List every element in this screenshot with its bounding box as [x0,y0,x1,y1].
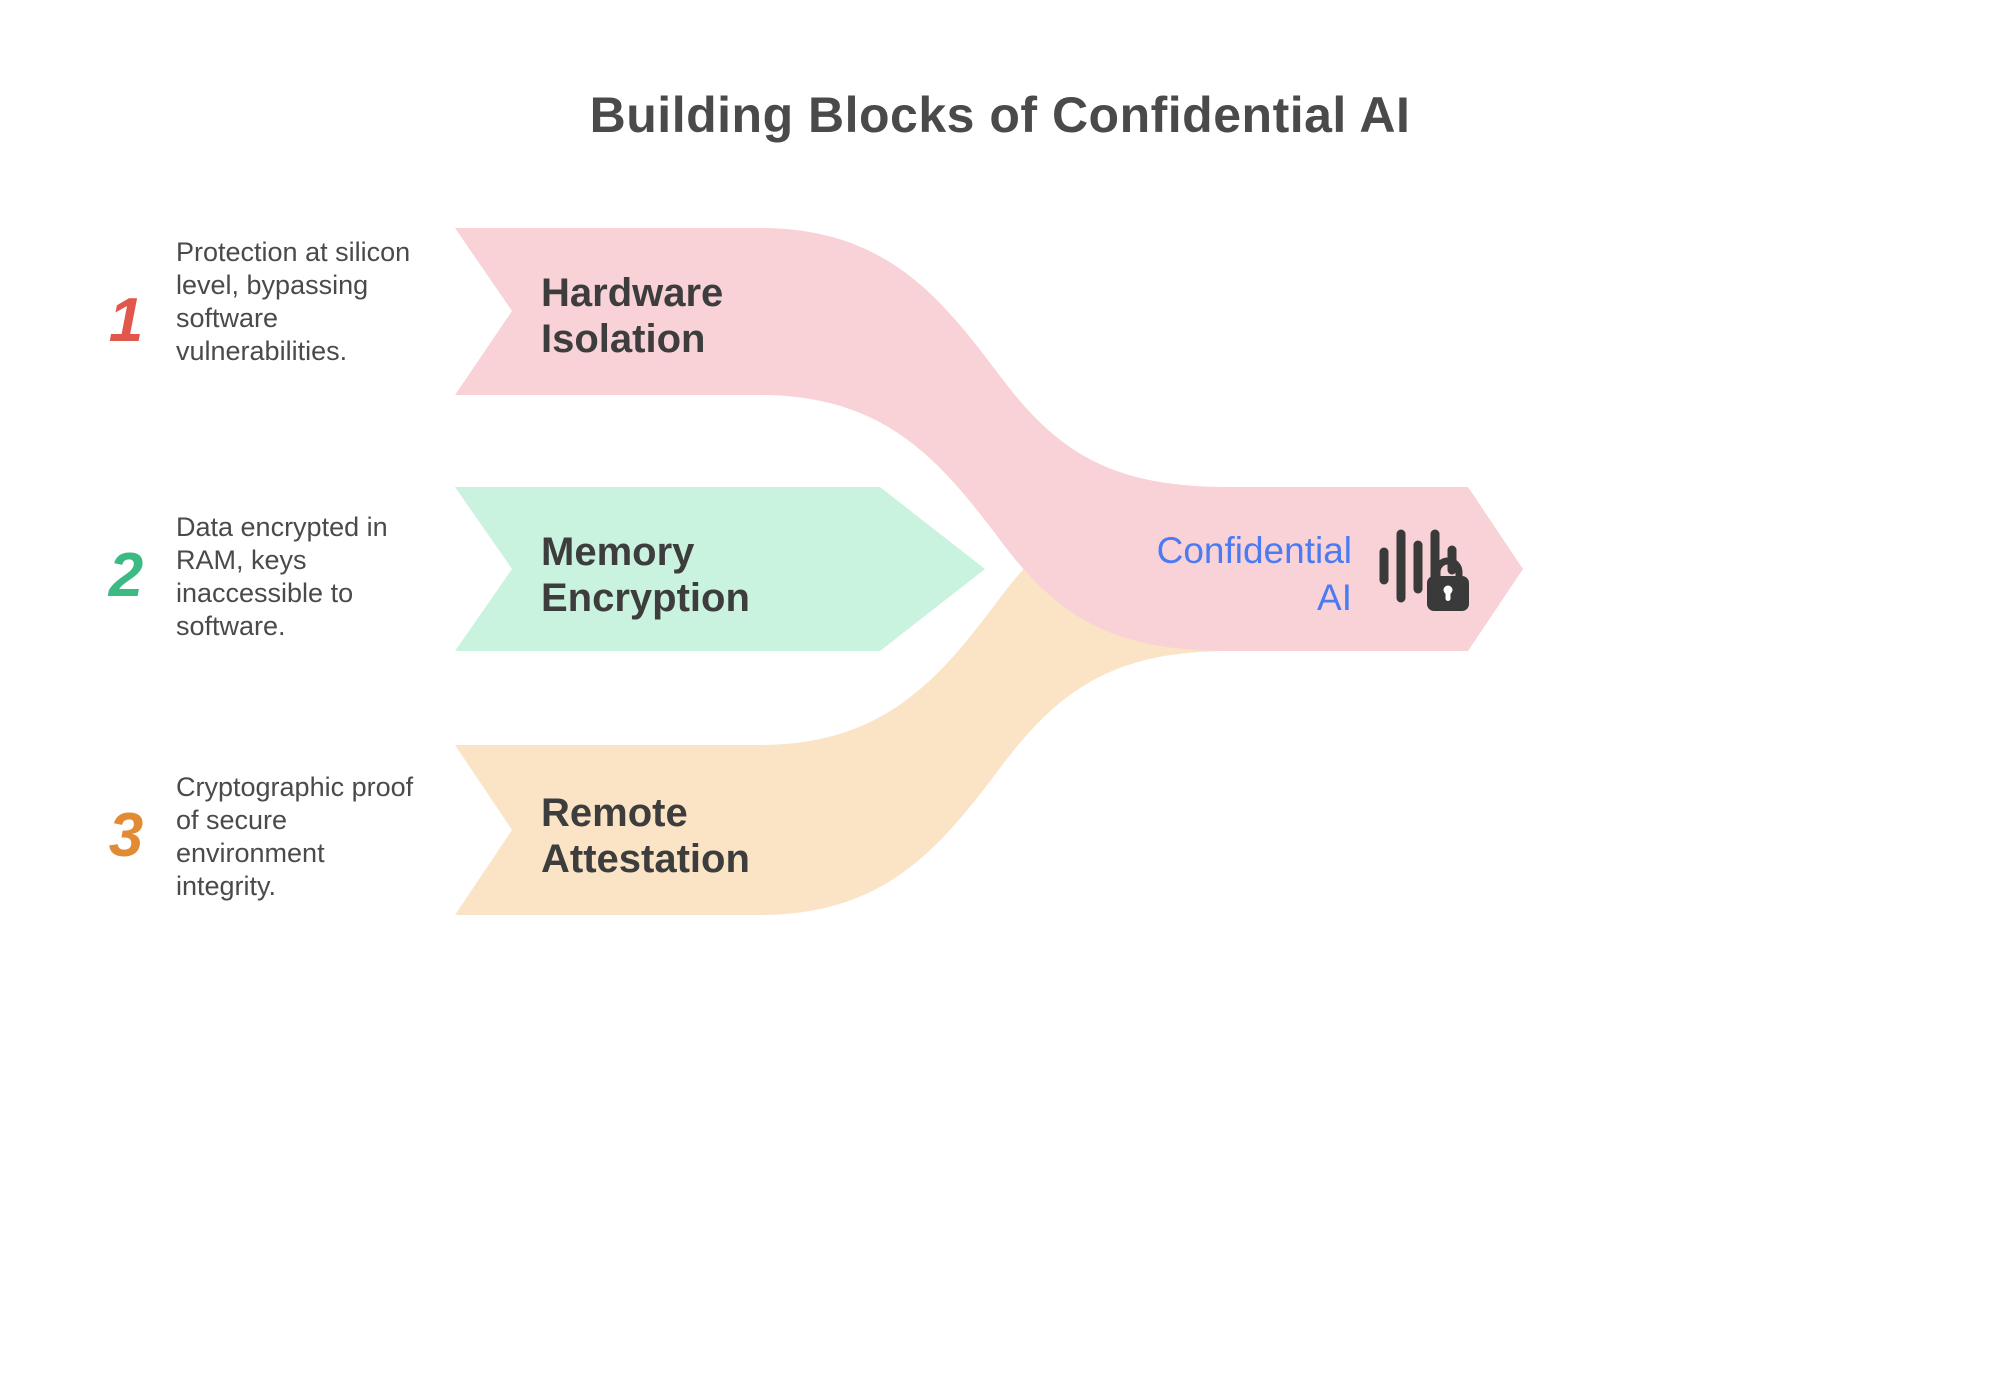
memory-encryption-band [455,487,985,651]
item-number-1: 1 [108,286,144,355]
item-number-2: 2 [108,541,144,610]
waveform-lock-icon [1379,529,1469,611]
item-description-3: Cryptographic proof of secure environmen… [176,772,414,901]
page-title: Building Blocks of Confidential AI [589,87,1411,143]
item-description-2: Data encrypted in RAM, keys inaccessible… [176,512,388,641]
lock-keyhole [1443,585,1453,595]
memory-encryption-label: Memory Encryption [541,530,750,620]
confidential-ai-label: Confidential AI [1156,530,1352,618]
item-description-1: Protection at silicon level, bypassing s… [176,237,411,366]
lock-keyhole-stem [1445,591,1451,601]
remote-attestation-label: Remote Attestation [541,791,750,881]
item-number-3: 3 [108,801,144,870]
lock-shackle [1433,557,1463,582]
hardware-isolation-band [455,228,1523,651]
hardware-isolation-label: Hardware Isolation [541,271,724,361]
